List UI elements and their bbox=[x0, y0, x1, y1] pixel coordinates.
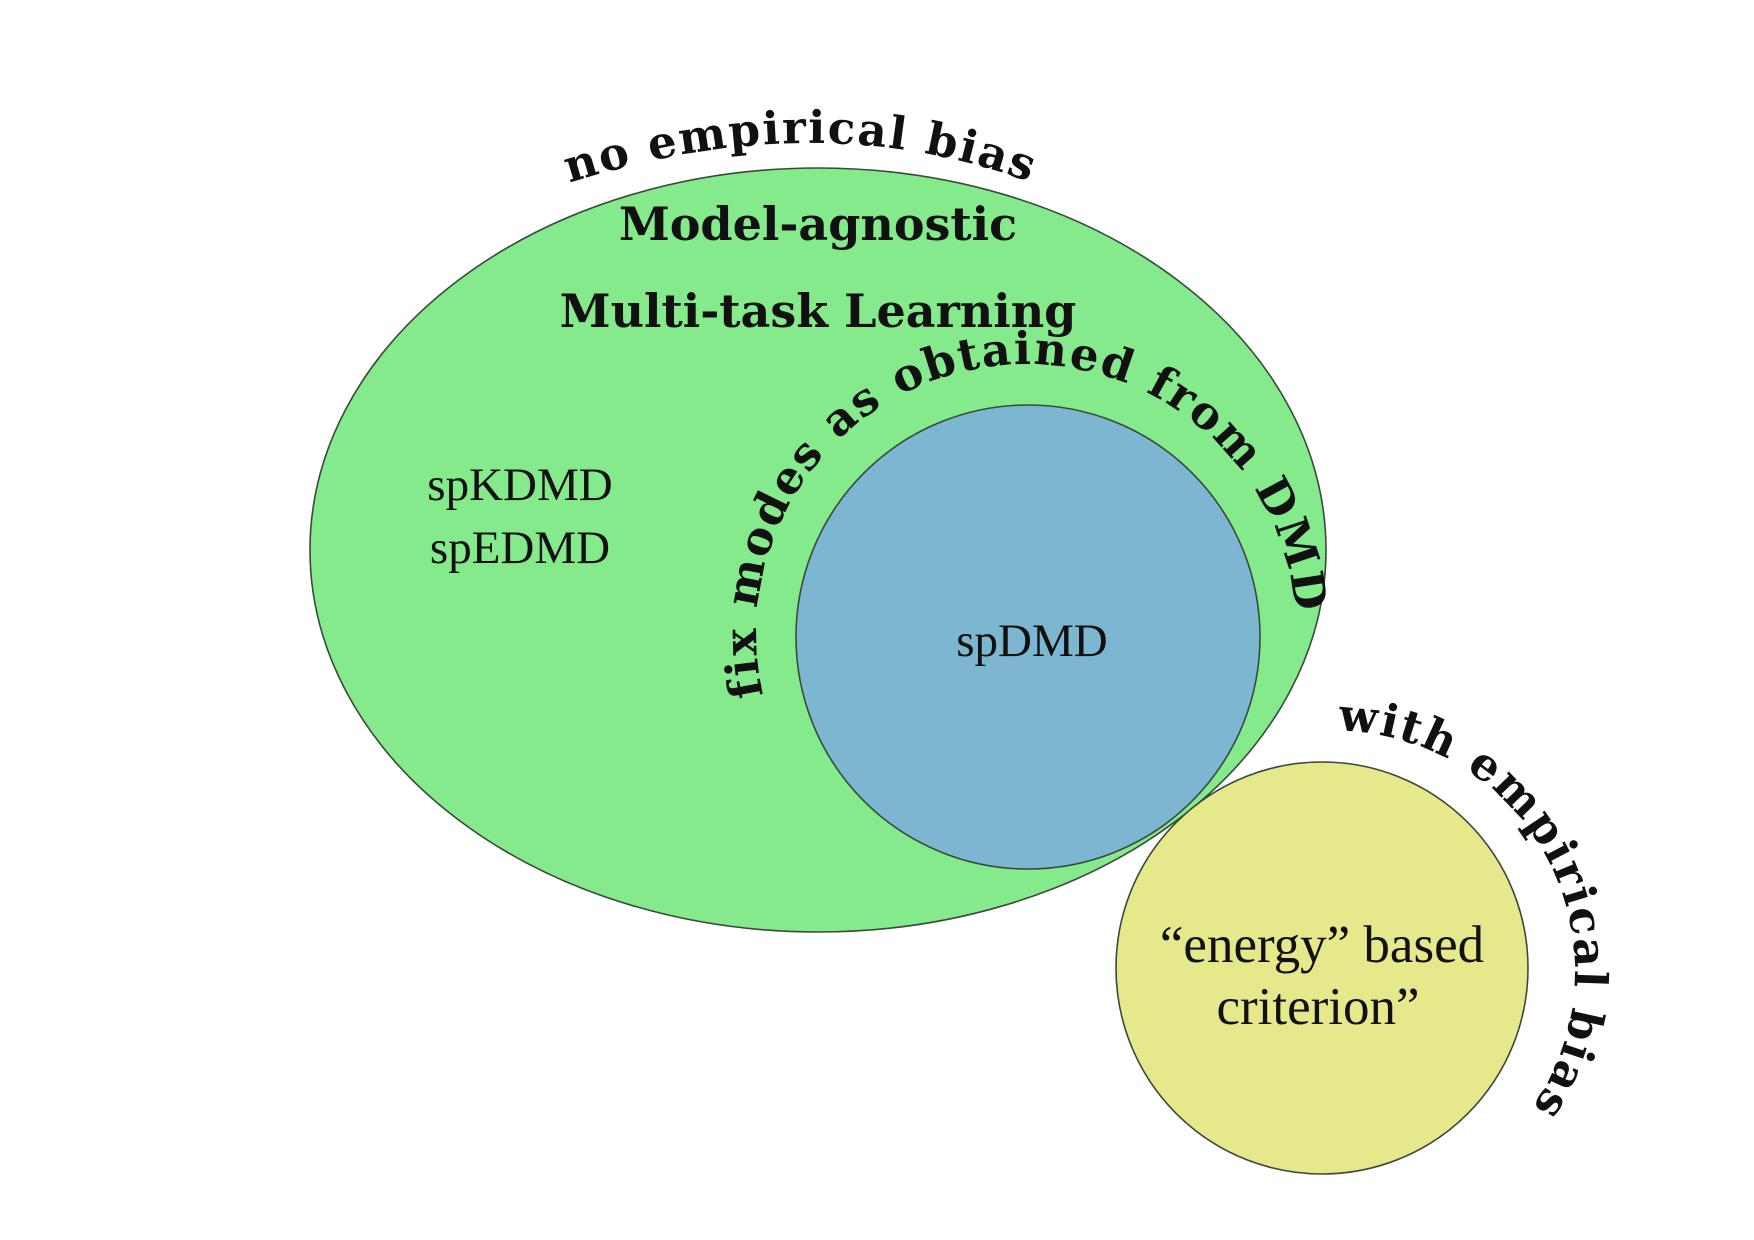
method-spdmd: spDMD bbox=[956, 615, 1107, 667]
energy-criterion-line2: criterion” bbox=[1216, 978, 1419, 1036]
method-spkdmd: spKDMD bbox=[427, 459, 612, 511]
energy-criterion-region bbox=[1115, 761, 1529, 1175]
model-agnostic-title: Model-agnostic bbox=[619, 197, 1017, 251]
method-spedmd: spEDMD bbox=[430, 522, 610, 574]
multi-task-learning-title: Multi-task Learning bbox=[560, 284, 1077, 338]
spdmd-region bbox=[795, 404, 1261, 870]
energy-criterion-line1: “energy” based bbox=[1160, 916, 1484, 974]
